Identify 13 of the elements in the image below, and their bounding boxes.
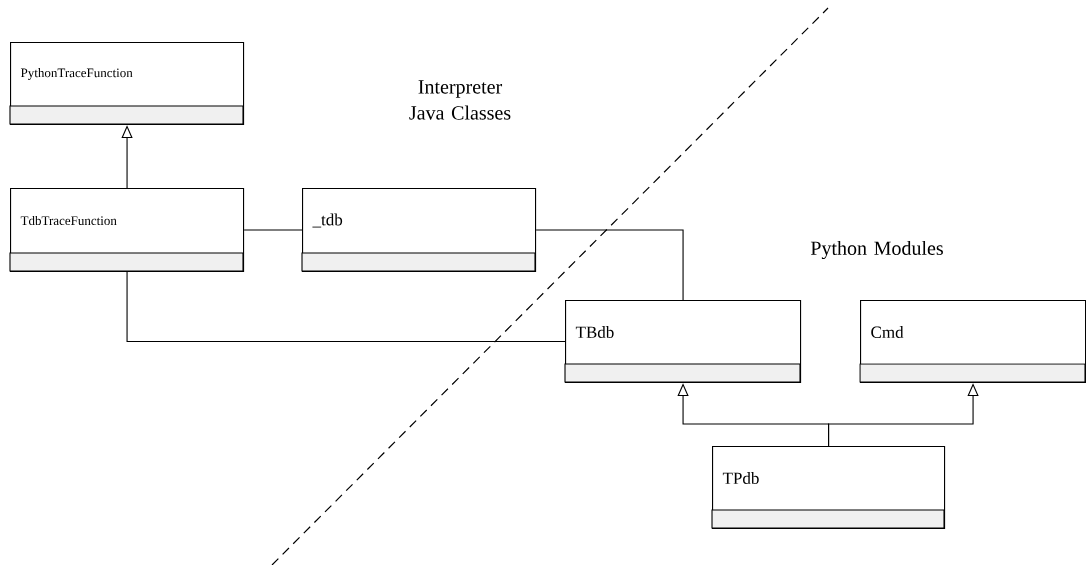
region-label: Python Modules [810,240,943,260]
class-box: TPdb [711,446,946,530]
connector [243,229,303,231]
class-box: TBdb [564,300,802,384]
region-label: Interpreter Java Classes [409,80,511,120]
class-box: PythonTraceFunction [9,42,245,126]
class-box: TdbTraceFunction [9,188,245,273]
class-box: _tdb [301,188,537,273]
class-box: Cmd [859,300,1086,384]
connector [121,125,133,189]
connector [126,271,566,343]
connector [828,383,979,447]
connector [535,229,684,301]
